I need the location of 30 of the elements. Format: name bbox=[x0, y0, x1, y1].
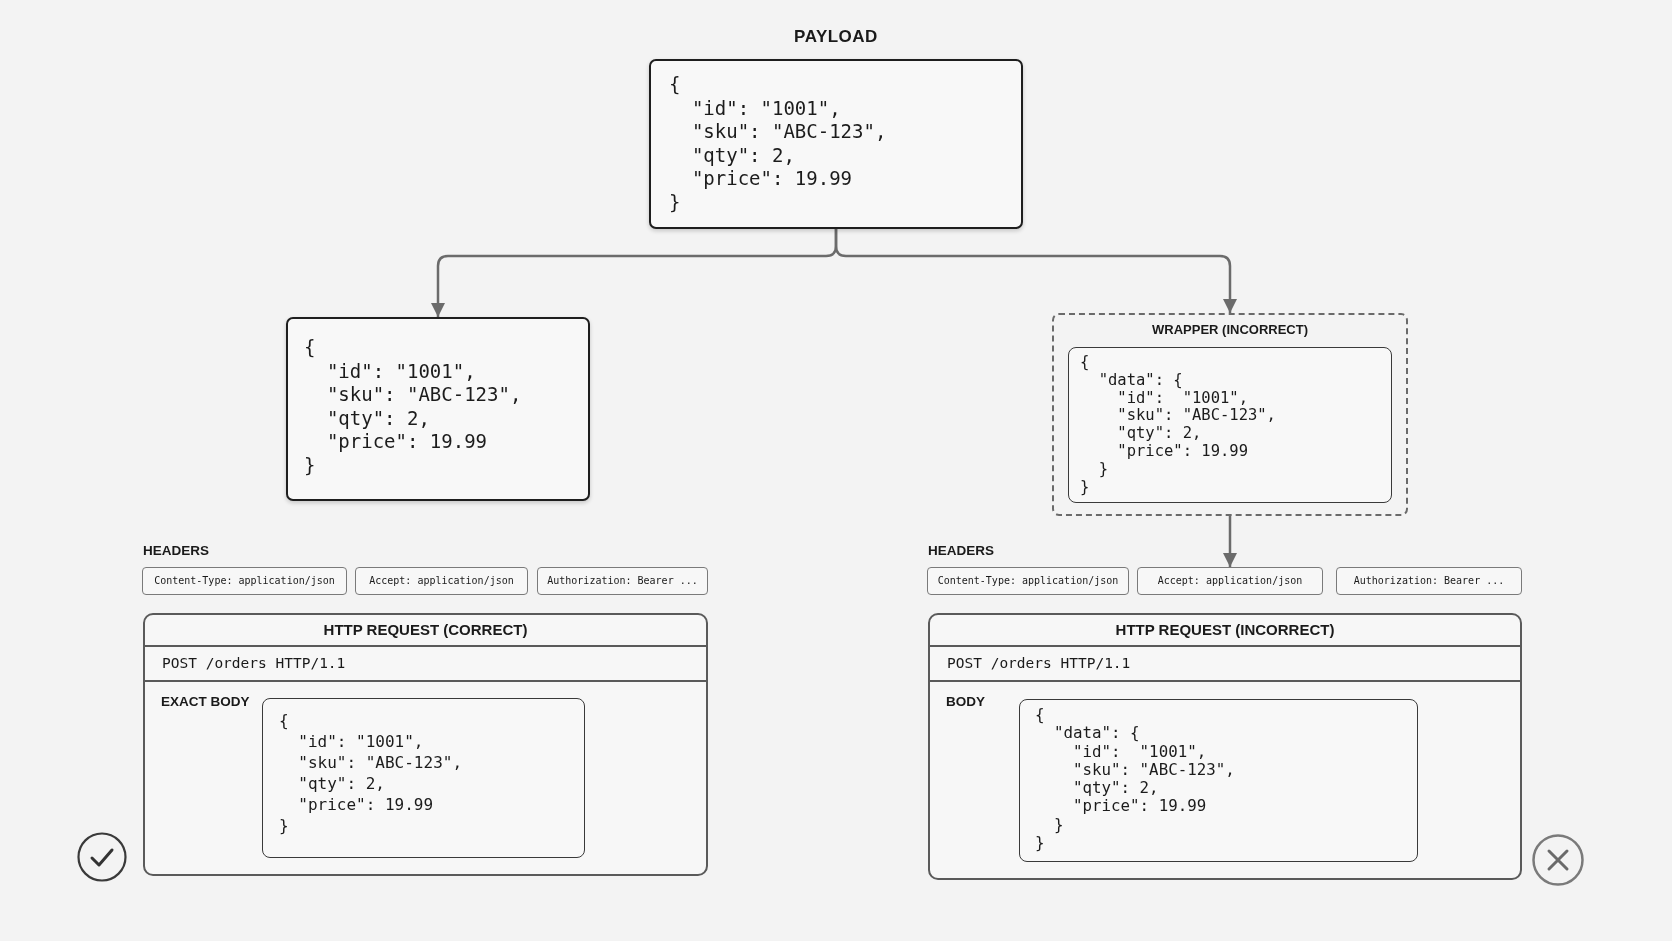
json-text: { "id": "1001", "sku": "ABC-123", "qty": 2, "price": 19.99 } bbox=[279, 711, 463, 837]
json-box bbox=[1019, 699, 1418, 862]
header-tag: Content-Type: application/json bbox=[927, 567, 1129, 595]
request-line: POST /orders HTTP/1.1 bbox=[145, 647, 706, 682]
json-box bbox=[286, 317, 590, 501]
wrapper-group bbox=[1052, 313, 1408, 516]
header-tag: Accept: application/json bbox=[1137, 567, 1323, 595]
arrow bbox=[834, 229, 1237, 313]
request-panel bbox=[928, 613, 1522, 880]
json-text: { "data": { "id": "1001", "sku": "ABC-123", "qty": 2, "price": 19.99 } } bbox=[1080, 354, 1276, 497]
box-heading: PAYLOAD bbox=[793, 27, 879, 47]
section-label: HEADERS bbox=[143, 543, 209, 559]
arrow bbox=[1223, 516, 1237, 567]
request-panel bbox=[143, 613, 708, 876]
header-tag: Content-Type: application/json bbox=[142, 567, 347, 595]
request-line: POST /orders HTTP/1.1 bbox=[930, 647, 1520, 682]
json-box bbox=[1068, 347, 1392, 503]
header-tag: Authorization: Bearer ... bbox=[537, 567, 708, 595]
header-tag: Authorization: Bearer ... bbox=[1336, 567, 1522, 595]
json-text: { "id": "1001", "sku": "ABC-123", "qty": 2, "price": 19.99 } bbox=[304, 336, 522, 477]
request-title: HTTP REQUEST (CORRECT) bbox=[145, 615, 706, 647]
section-label: HEADERS bbox=[928, 543, 994, 559]
json-text: { "data": { "id": "1001", "sku": "ABC-123", "qty": 2, "price": 19.99 } } bbox=[1035, 706, 1235, 853]
body-label: EXACT BODY bbox=[161, 694, 250, 710]
request-title: HTTP REQUEST (INCORRECT) bbox=[930, 615, 1520, 647]
group-title: WRAPPER (INCORRECT) bbox=[1151, 322, 1309, 338]
json-text: { "id": "1001", "sku": "ABC-123", "qty": 2, "price": 19.99 } bbox=[669, 73, 887, 214]
body-label: BODY bbox=[946, 694, 985, 710]
header-tag: Accept: application/json bbox=[355, 567, 528, 595]
json-box bbox=[262, 698, 585, 858]
